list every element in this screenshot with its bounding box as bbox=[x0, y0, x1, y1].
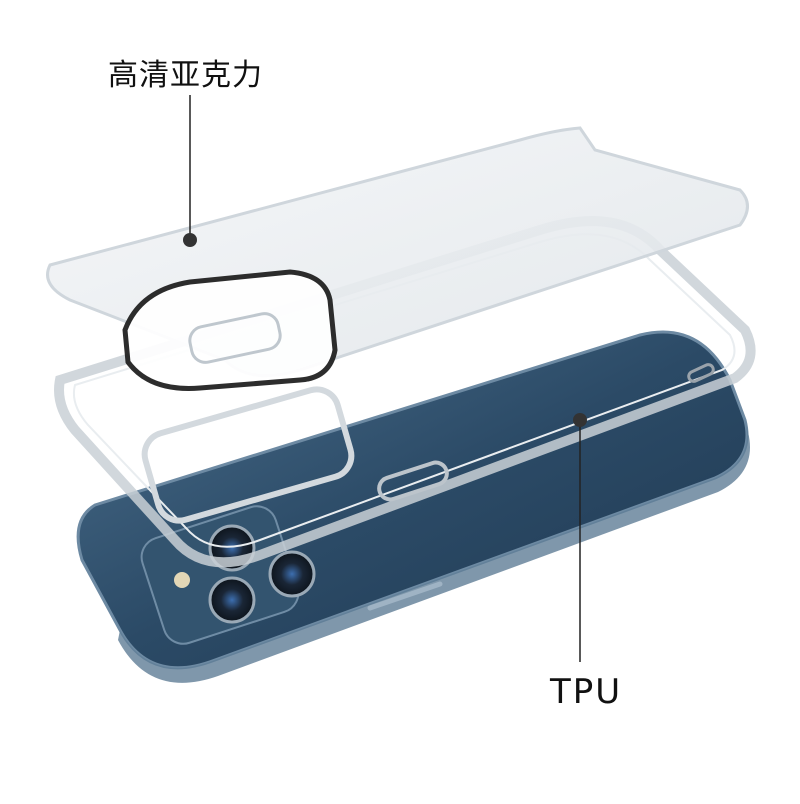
acrylic-back-plate bbox=[46, 126, 749, 391]
tpu-callout-label: TPU bbox=[550, 672, 623, 712]
acrylic-callout-label: 高清亚克力 bbox=[108, 58, 263, 93]
callout-pointer-bottom bbox=[573, 413, 587, 662]
callout-pointer-top bbox=[183, 95, 197, 247]
